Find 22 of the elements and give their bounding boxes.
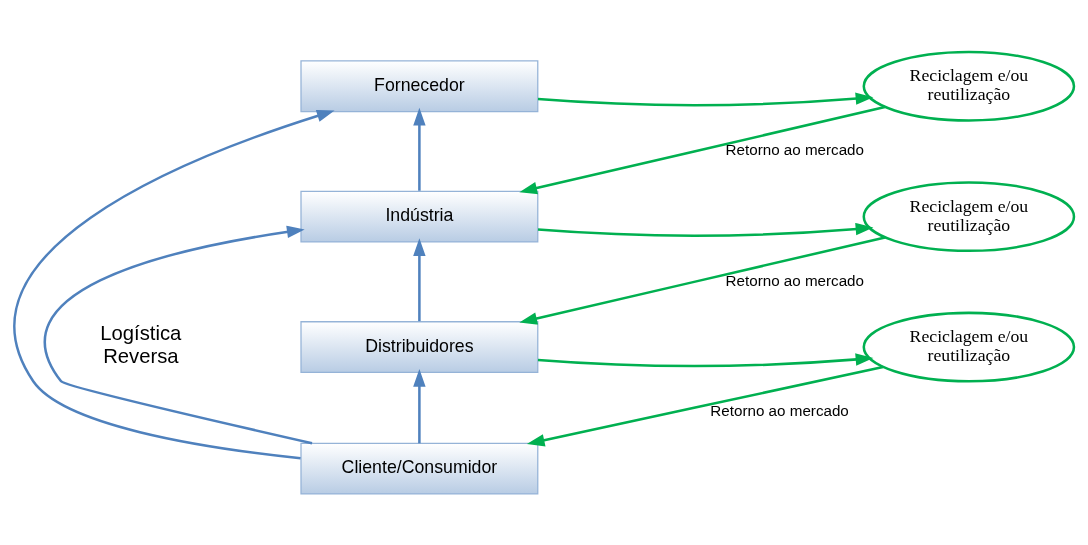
arrow [413, 368, 426, 443]
edge-label: Retorno ao mercado [725, 140, 865, 158]
node-box: Fornecedor [300, 59, 539, 112]
arrow [537, 352, 874, 367]
edge-label: Retorno ao mercado [710, 401, 849, 419]
label: Logística Reversa [100, 321, 182, 367]
node-ellipse: Reciclagem e/ou reutilização [862, 50, 1076, 122]
node-box: Distribuidores [300, 320, 539, 373]
node-ellipse: Reciclagem e/ou reutilização [862, 311, 1076, 382]
node-box: Indústria [300, 190, 539, 243]
node-ellipse: Reciclagem e/ou reutilização [862, 180, 1076, 252]
edge-label: Retorno ao mercado [725, 271, 865, 289]
arrow [413, 237, 426, 321]
arrow [519, 235, 886, 325]
arrow [43, 225, 313, 444]
arrow [537, 92, 874, 106]
arrow [519, 105, 886, 194]
arrow [526, 365, 884, 446]
arrow [537, 222, 874, 237]
arrow [13, 109, 335, 459]
node-box: Cliente/Consumidor [300, 442, 539, 495]
arrow [413, 107, 426, 191]
